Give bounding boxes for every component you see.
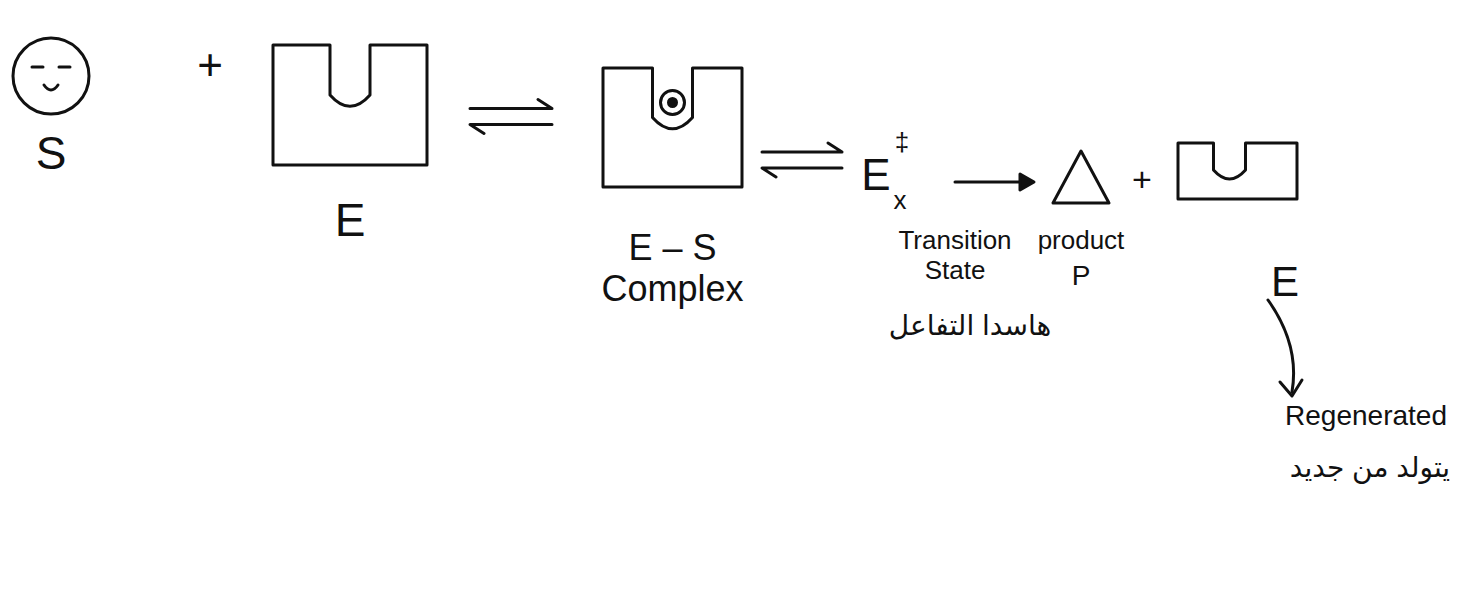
enzyme-box: E [1175, 140, 1300, 202]
node-label: product [1020, 226, 1142, 256]
plus-sign: + [1122, 160, 1162, 199]
enzyme-outline [603, 68, 742, 187]
plus-sign: + [190, 40, 230, 91]
node-label: E [1260, 258, 1310, 306]
arabic-caption: هاسدا التفاعل [880, 310, 1060, 342]
double-dagger: ‡ [890, 128, 914, 158]
product-outline [1053, 151, 1109, 203]
reverse-harpoon [762, 168, 842, 177]
product-triangle: productP [1050, 148, 1112, 206]
arabic-caption: يتولد من جديد [1285, 452, 1455, 484]
product-triangle-outline [1050, 148, 1112, 206]
complex-box-outline [600, 65, 745, 190]
face-eyes [32, 66, 70, 69]
substrate-circle: S [10, 35, 92, 117]
complex-box: E – S Complex [600, 65, 745, 190]
forward-harpoon [470, 100, 552, 109]
enzyme-outline [273, 45, 427, 165]
node-label: P [1051, 260, 1111, 292]
face-smile [44, 85, 58, 90]
enzyme-outline [1178, 143, 1297, 199]
reverse-harpoon [470, 125, 552, 134]
node-label: E – S Complex [585, 227, 760, 310]
enzyme-box-outline [270, 42, 430, 168]
bound-substrate [661, 91, 685, 115]
equilibrium-arrow [470, 100, 552, 134]
bound-substrate-dot [669, 99, 677, 107]
arrow-head [1280, 380, 1302, 396]
forward-harpoon [762, 143, 842, 152]
curved-arrow [1268, 300, 1294, 392]
substrate-circle-outline [10, 35, 92, 117]
node-label: S [10, 127, 92, 180]
subscript: x [888, 186, 912, 216]
state-caption: Regenerated [1276, 400, 1456, 432]
enzyme-box: E [270, 42, 430, 168]
enzyme-box-outline [1175, 140, 1300, 202]
state-caption: Transition State [870, 226, 1040, 286]
arrow-head [1020, 174, 1034, 190]
substrate-outline [13, 38, 89, 114]
node-label: E [310, 194, 390, 247]
state-symbol: E [856, 150, 896, 201]
